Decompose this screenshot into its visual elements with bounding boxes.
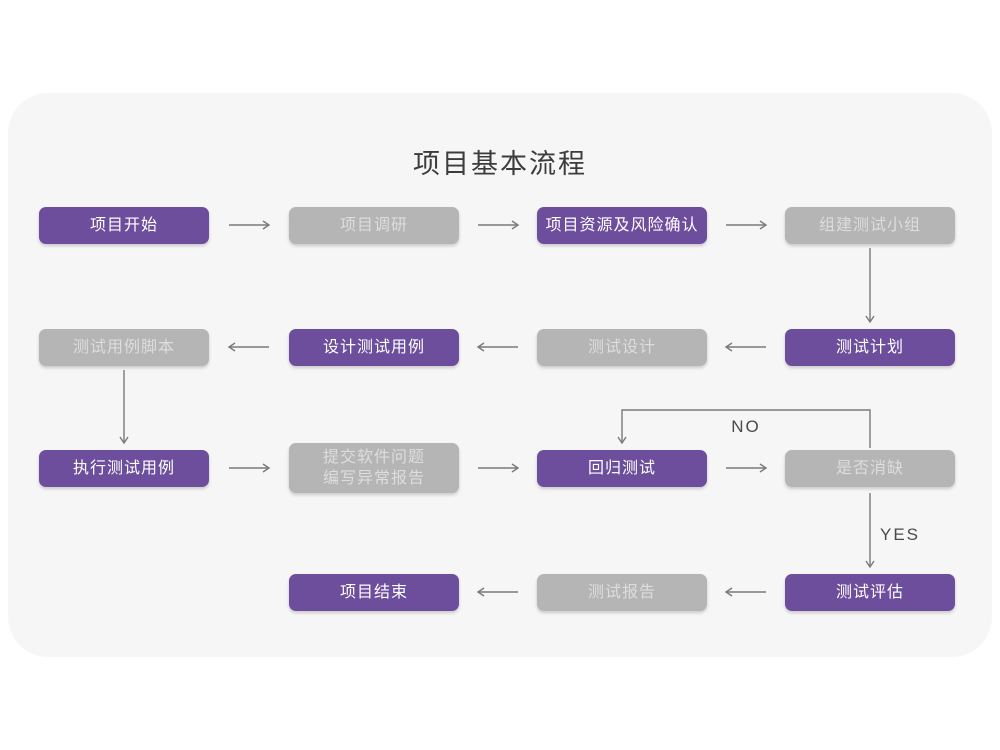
- node-test-case-script: 测试用例脚本: [39, 329, 209, 366]
- node-test-plan: 测试计划: [785, 329, 955, 366]
- node-resources-risk-confirm: 项目资源及风险确认: [537, 207, 707, 244]
- page-title: 项目基本流程: [413, 149, 587, 179]
- node-build-test-team: 组建测试小组: [785, 207, 955, 244]
- node-project-start: 项目开始: [39, 207, 209, 244]
- node-test-report: 测试报告: [537, 574, 707, 611]
- node-defect-cleared: 是否消缺: [785, 450, 955, 487]
- node-project-research: 项目调研: [289, 207, 459, 244]
- flowchart-card: [8, 93, 992, 657]
- node-submit-issue-report: 提交软件问题 编写异常报告: [289, 443, 459, 493]
- node-execute-test-cases: 执行测试用例: [39, 450, 209, 487]
- node-design-test-cases: 设计测试用例: [289, 329, 459, 366]
- node-project-end: 项目结束: [289, 574, 459, 611]
- node-test-design: 测试设计: [537, 329, 707, 366]
- node-test-evaluation: 测试评估: [785, 574, 955, 611]
- node-regression-test: 回归测试: [537, 450, 707, 487]
